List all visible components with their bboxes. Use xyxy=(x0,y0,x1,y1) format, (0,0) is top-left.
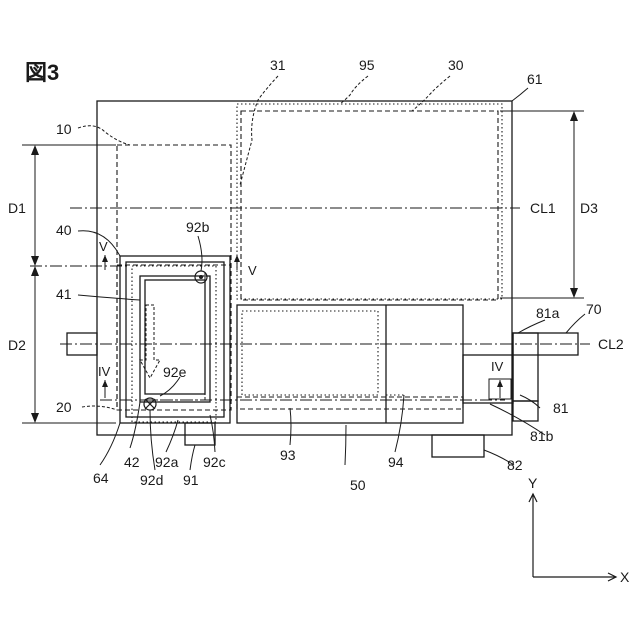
label-31: 31 xyxy=(270,57,286,73)
arrow-d1-top xyxy=(31,145,39,155)
component-40 xyxy=(120,256,230,423)
leader-81a xyxy=(518,320,545,333)
arrow-d2-top xyxy=(31,266,39,276)
leader-50 xyxy=(345,425,346,465)
label-42: 42 xyxy=(124,454,140,470)
label-10: 10 xyxy=(56,121,72,137)
label-iv-right: IV xyxy=(491,359,504,374)
region-93 xyxy=(237,397,463,409)
label-d1: D1 xyxy=(8,200,26,216)
port-92b-dot xyxy=(199,275,203,279)
leader-10 xyxy=(78,126,130,145)
arrow-v-right xyxy=(234,255,240,262)
region-95 xyxy=(237,104,502,299)
arrow-d2-bottom xyxy=(31,413,39,423)
leader-61 xyxy=(512,88,528,101)
arrow-d3-bottom xyxy=(570,288,578,298)
arrow-iv-left xyxy=(102,380,108,387)
leader-64 xyxy=(100,423,120,465)
label-93: 93 xyxy=(280,447,296,463)
housing-61 xyxy=(97,101,512,435)
label-81: 81 xyxy=(553,400,569,416)
label-d3: D3 xyxy=(580,200,598,216)
leader-70 xyxy=(566,314,585,333)
region-94 xyxy=(242,311,378,395)
label-64: 64 xyxy=(93,470,109,486)
label-81a: 81a xyxy=(536,305,560,321)
flow-arrow-92e xyxy=(140,305,160,378)
arrow-d1-bottom xyxy=(31,256,39,266)
label-iv-left: IV xyxy=(98,364,111,379)
arrow-d3-top xyxy=(570,111,578,121)
label-82: 82 xyxy=(507,457,523,473)
component-81 xyxy=(513,333,538,401)
leader-92a xyxy=(166,420,178,452)
leader-30 xyxy=(412,76,450,111)
leader-91 xyxy=(190,445,195,470)
label-92c: 92c xyxy=(203,454,226,470)
region-20 xyxy=(117,265,231,410)
arrow-v-left xyxy=(102,255,108,262)
leader-92c xyxy=(210,415,215,452)
label-20: 20 xyxy=(56,399,72,415)
label-cl1: CL1 xyxy=(530,200,556,216)
figure-title: 図3 xyxy=(25,60,59,85)
component-82 xyxy=(432,435,484,457)
label-70: 70 xyxy=(586,301,602,317)
label-41: 41 xyxy=(56,286,72,302)
leader-31 xyxy=(240,76,278,185)
label-50: 50 xyxy=(350,477,366,493)
label-axis-x: X xyxy=(620,569,630,585)
label-61: 61 xyxy=(527,71,543,87)
label-94: 94 xyxy=(388,454,404,470)
label-40: 40 xyxy=(56,222,72,238)
label-v-right: V xyxy=(248,263,257,278)
arrow-iv-right xyxy=(497,380,503,387)
label-v-left: V xyxy=(99,239,108,254)
leader-95 xyxy=(340,76,368,104)
component-42-frame xyxy=(140,276,210,402)
leader-41 xyxy=(78,295,140,300)
terminal-91 xyxy=(185,423,215,445)
label-axis-y: Y xyxy=(528,475,538,491)
label-92d: 92d xyxy=(140,472,163,488)
label-cl2: CL2 xyxy=(598,336,624,352)
leader-93 xyxy=(290,408,291,445)
label-92e: 92e xyxy=(163,364,187,380)
component-50 xyxy=(237,305,463,423)
label-95: 95 xyxy=(359,57,375,73)
label-92a: 92a xyxy=(155,454,179,470)
label-d2: D2 xyxy=(8,337,26,353)
label-92b: 92b xyxy=(186,219,210,235)
label-81b: 81b xyxy=(530,428,554,444)
leader-20 xyxy=(82,406,117,410)
region-30 xyxy=(241,111,498,300)
label-91: 91 xyxy=(183,472,199,488)
label-30: 30 xyxy=(448,57,464,73)
